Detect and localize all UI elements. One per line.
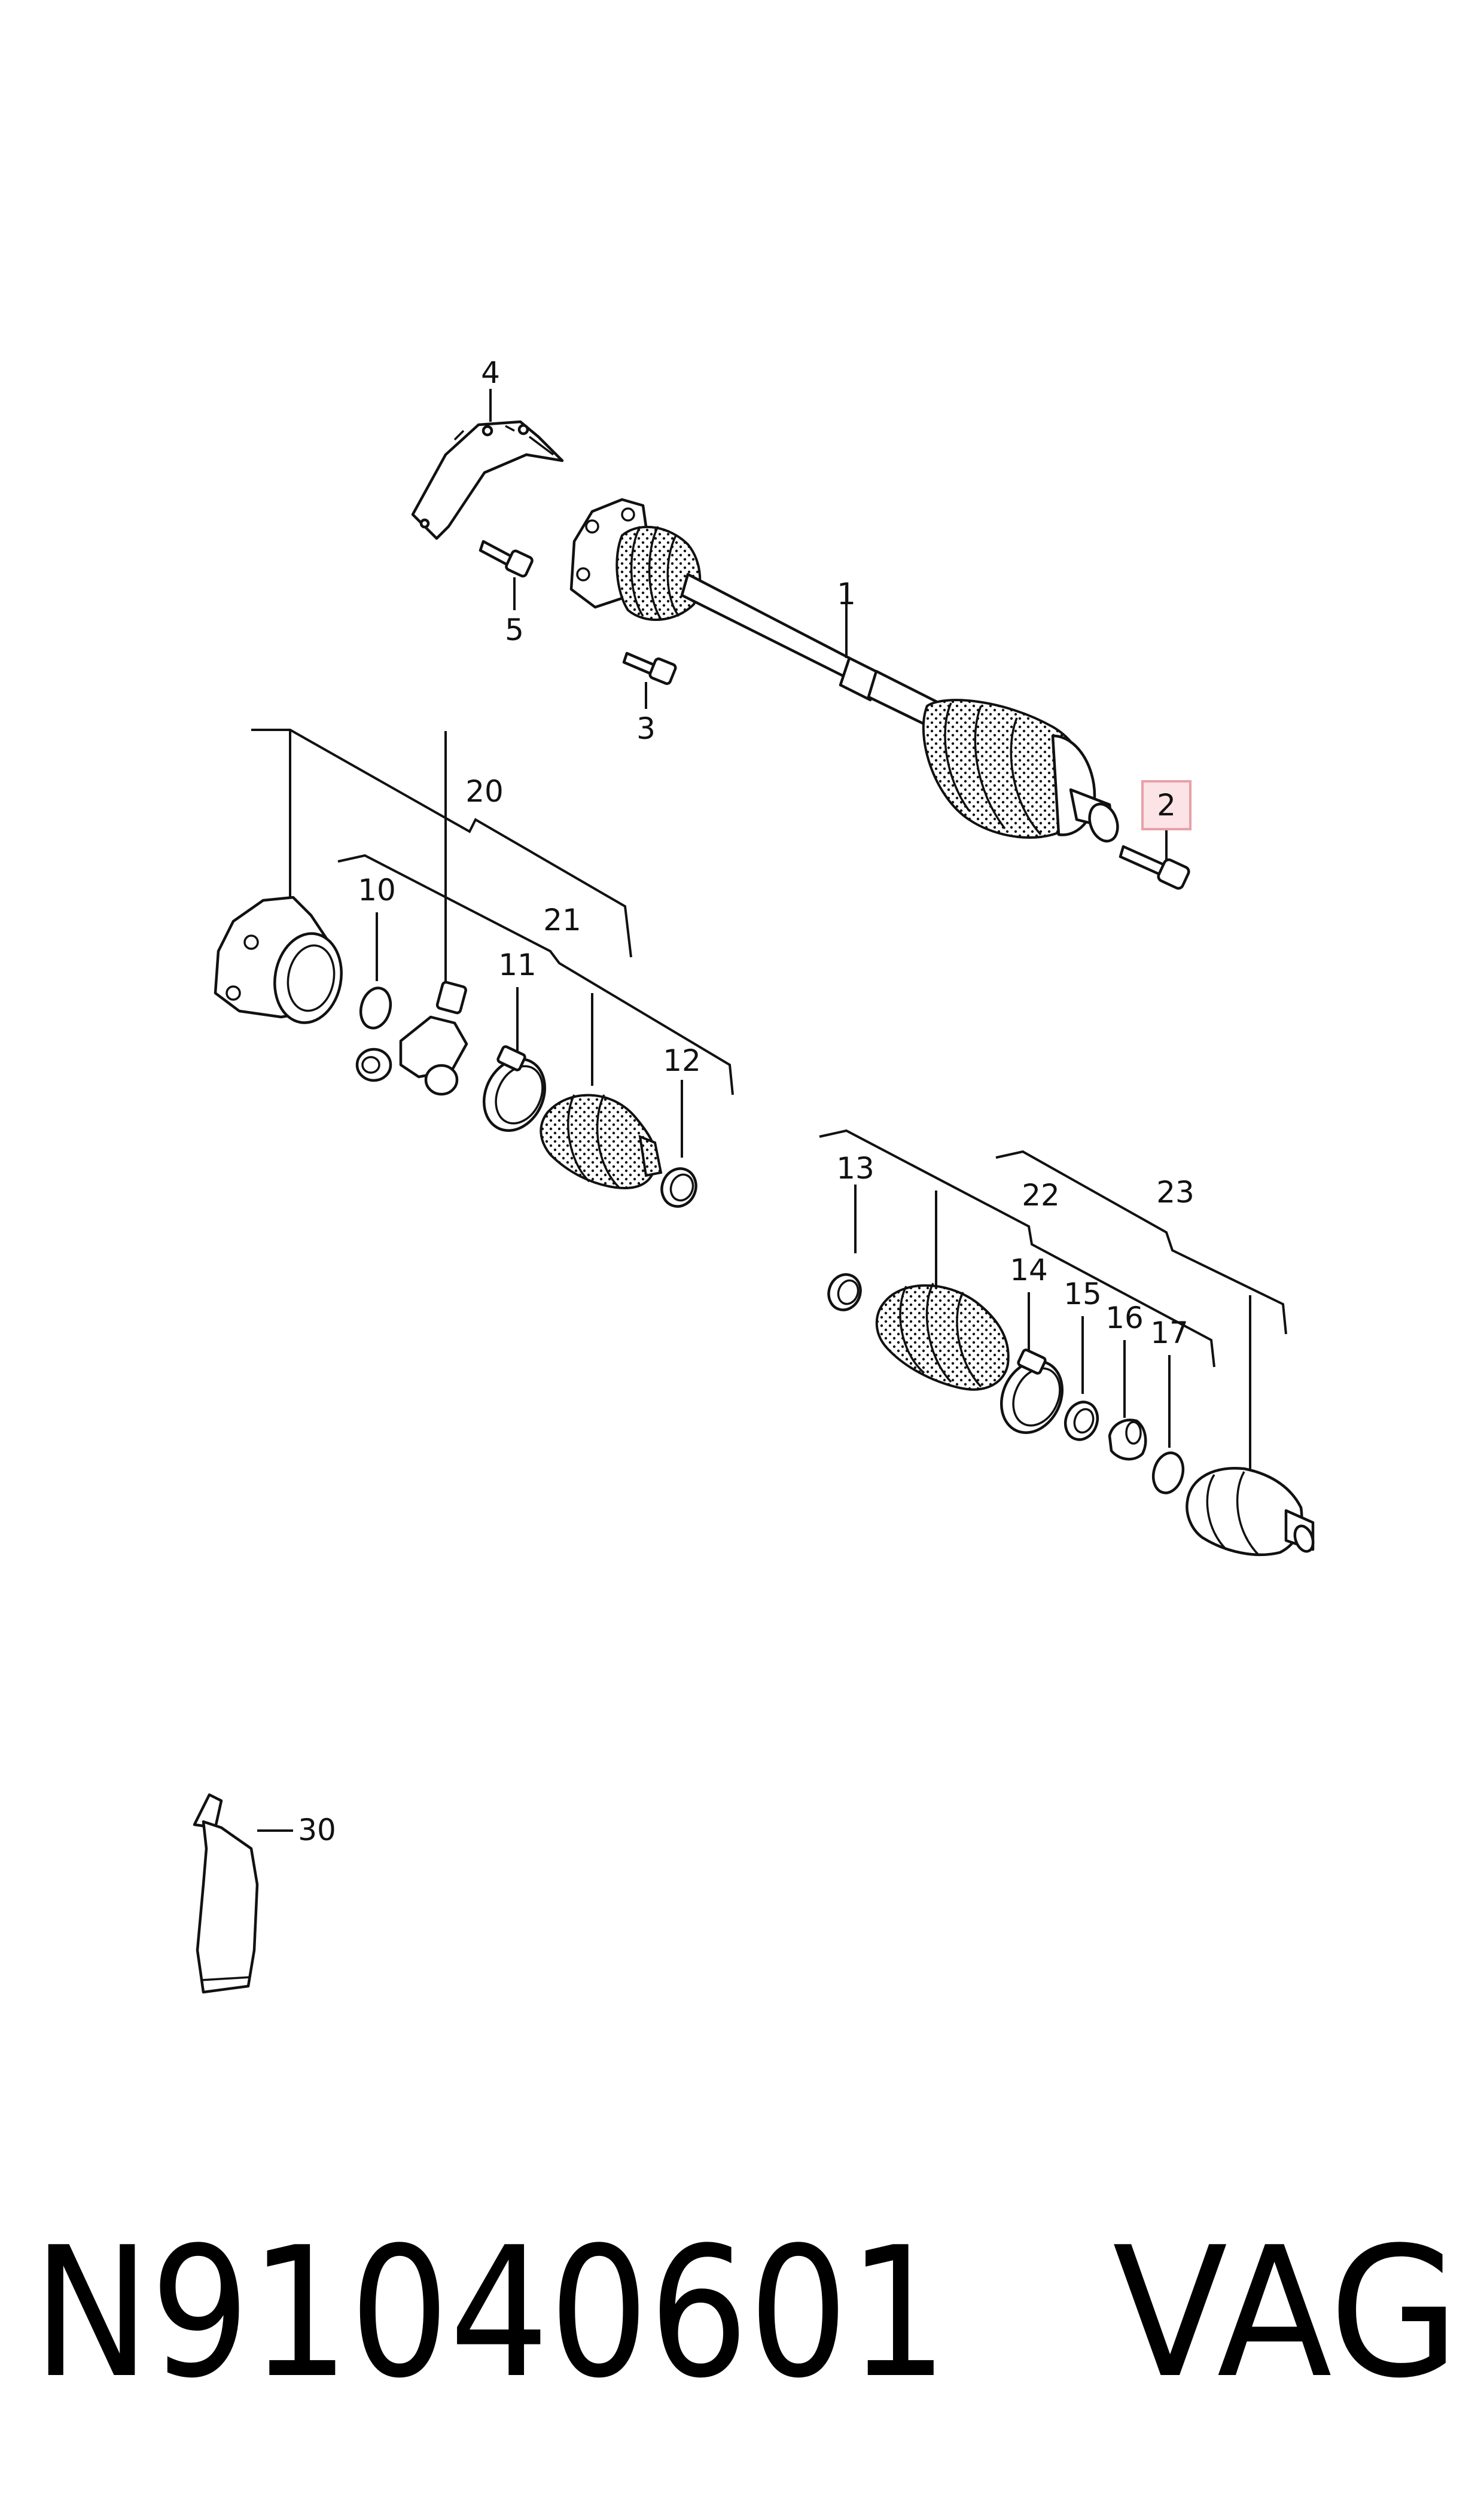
bracket-20 <box>251 729 632 958</box>
callout-5[interactable]: 5 <box>505 613 524 647</box>
circlip-part-10 <box>359 987 392 1030</box>
joint-housing <box>214 896 343 1024</box>
dish-spring-part-16 <box>1108 1418 1147 1461</box>
callout-21[interactable]: 21 <box>543 903 581 937</box>
brand-label: VAG <box>1113 2209 1459 2417</box>
callout-14[interactable]: 14 <box>1010 1253 1048 1287</box>
part-number: N91040601 <box>33 2209 948 2417</box>
grease-tube-part-30 <box>193 1793 259 1994</box>
callout-17[interactable]: 17 <box>1150 1316 1189 1350</box>
callout-20[interactable]: 20 <box>465 774 504 809</box>
callout-2-highlight[interactable]: 2 <box>1141 780 1192 830</box>
heat-shield-part-4 <box>411 420 564 540</box>
callout-30[interactable]: 30 <box>298 1813 336 1847</box>
bracket-22 <box>819 1129 1215 1368</box>
bolt-part-2 <box>1119 845 1190 890</box>
outer-cv-joint <box>1186 1467 1315 1557</box>
ring-part-15 <box>1064 1400 1099 1441</box>
bracket-21 <box>337 854 734 1095</box>
callout-3[interactable]: 3 <box>636 711 656 746</box>
clamp-part-11 <box>482 1045 547 1132</box>
callout-2[interactable]: 2 <box>1157 788 1176 823</box>
clamp-part-14 <box>1000 1348 1064 1434</box>
outer-boot <box>875 1283 1010 1391</box>
clamp-part-12 <box>660 1167 697 1208</box>
inner-boot <box>540 1094 663 1189</box>
callout-22[interactable]: 22 <box>1022 1178 1060 1213</box>
callout-16[interactable]: 16 <box>1105 1301 1144 1335</box>
tripod-spider <box>355 981 468 1096</box>
callout-11[interactable]: 11 <box>498 948 537 982</box>
callout-15[interactable]: 15 <box>1064 1277 1102 1311</box>
callout-23[interactable]: 23 <box>1156 1175 1194 1210</box>
bolt-part-3 <box>622 651 677 685</box>
callout-12[interactable]: 12 <box>663 1043 701 1078</box>
callout-10[interactable]: 10 <box>358 873 396 908</box>
circlip-part-17 <box>1151 1451 1185 1494</box>
bracket-23 <box>995 1150 1287 1335</box>
drive-shaft-part-1 <box>569 498 1119 843</box>
clamp-part-13 <box>827 1273 862 1311</box>
bolt-part-5 <box>479 540 534 578</box>
callout-13[interactable]: 13 <box>836 1151 874 1186</box>
callout-1[interactable]: 1 <box>837 577 856 611</box>
callout-4[interactable]: 4 <box>481 355 500 390</box>
